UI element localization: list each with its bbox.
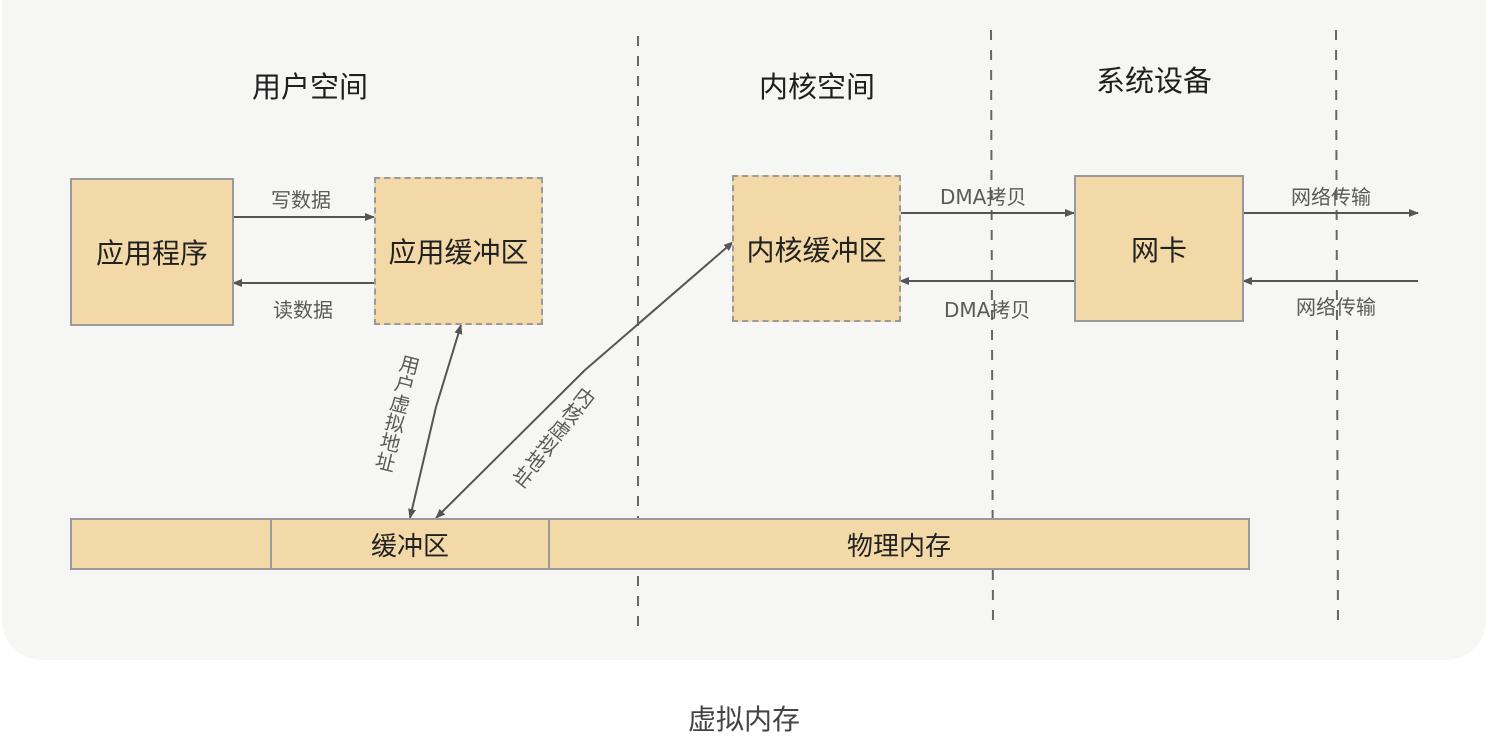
net-out-label: 网络传输 bbox=[1291, 185, 1371, 209]
nic-box: 网卡 bbox=[1074, 175, 1244, 322]
write-data-label: 写数据 bbox=[271, 188, 331, 212]
dma-copy-out-label: DMA拷贝 bbox=[940, 185, 1027, 209]
app-buffer-box: 应用缓冲区 bbox=[374, 177, 543, 325]
kernel-buffer-box: 内核缓冲区 bbox=[732, 175, 901, 322]
dma-copy-in-label: DMA拷贝 bbox=[944, 298, 1031, 322]
header-user-space: 用户空间 bbox=[252, 70, 369, 104]
read-data-label: 读数据 bbox=[273, 298, 333, 322]
app-program-box: 应用程序 bbox=[70, 178, 234, 326]
memory-segment-blank bbox=[70, 518, 272, 570]
kernel-virtual-address-arrow-down bbox=[435, 369, 586, 519]
header-system-devices: 系统设备 bbox=[1096, 64, 1213, 98]
user-virtual-address-arrow-down bbox=[408, 406, 437, 519]
physical-memory-segment: 物理内存 bbox=[548, 518, 1250, 570]
header-kernel-space: 内核空间 bbox=[759, 70, 876, 104]
divider-device-network bbox=[1335, 29, 1339, 629]
kernel-virtual-address-arrow bbox=[584, 241, 734, 371]
memory-buffer-segment: 缓冲区 bbox=[270, 518, 550, 570]
figure-caption: 虚拟内存 bbox=[687, 703, 800, 736]
net-in-label: 网络传输 bbox=[1296, 295, 1376, 319]
user-virtual-address-arrow bbox=[435, 324, 463, 408]
